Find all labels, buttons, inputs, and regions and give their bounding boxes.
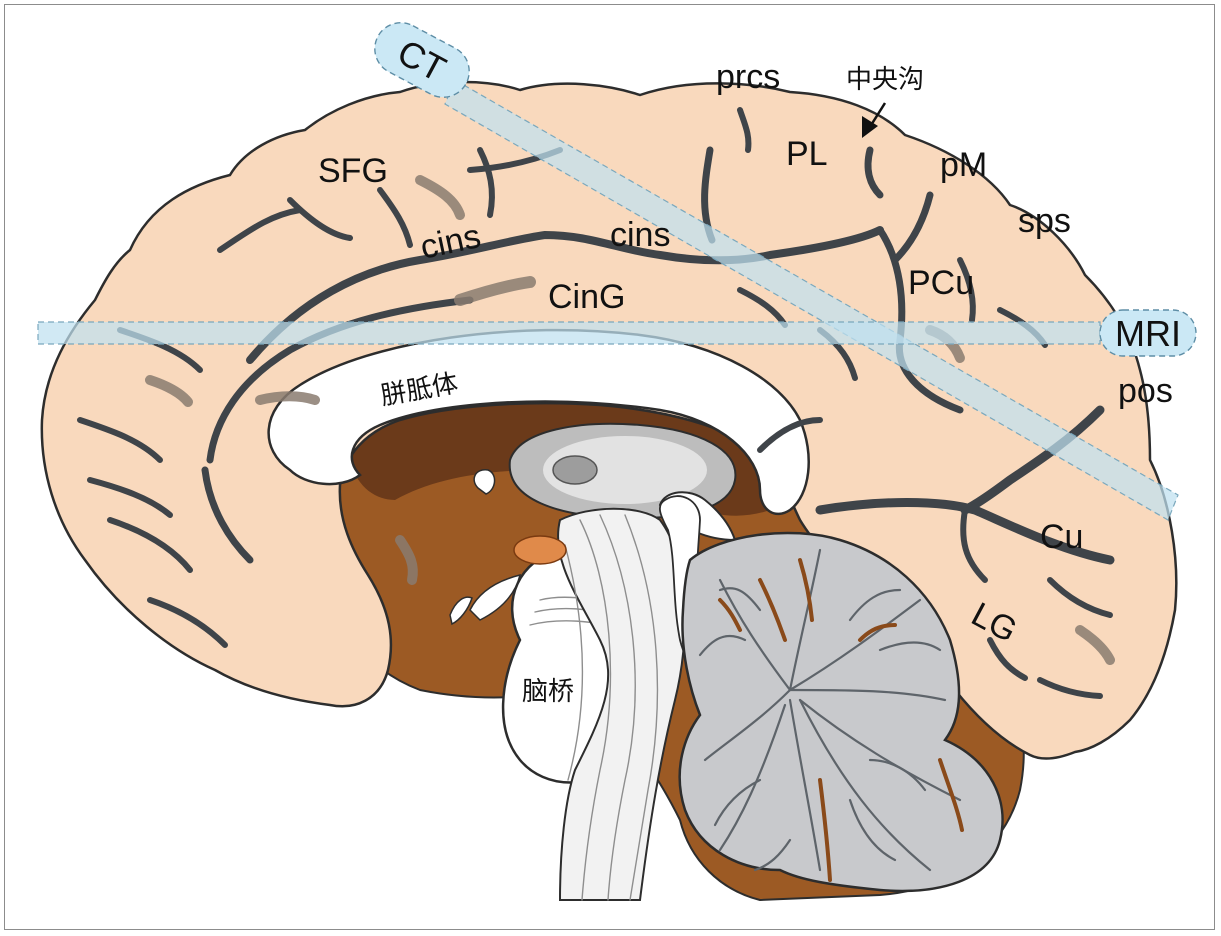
label-sps: sps [1018, 202, 1071, 240]
pituitary-stalk [449, 596, 473, 626]
cortical-sulci [77, 107, 1115, 699]
cerebellum-folia [698, 548, 964, 882]
label-pm: pM [940, 146, 987, 184]
label-sfg: SFG [318, 152, 388, 190]
corpus-callosum [267, 328, 810, 516]
cerebellum [678, 531, 1004, 893]
label-pl: PL [786, 135, 828, 173]
anterior-commissure [473, 469, 496, 495]
mri-label-badge: MRI [1099, 309, 1197, 357]
label-cins-right: cins [610, 216, 670, 254]
label-prcs: prcs [716, 58, 780, 96]
optic-chiasm [469, 573, 522, 621]
label-pos: pos [1118, 372, 1173, 410]
label-pcu: PCu [908, 264, 974, 302]
mri-plane [37, 321, 1101, 345]
label-pons: 脑桥 [522, 677, 574, 707]
label-cu: Cu [1040, 518, 1083, 556]
thalamus-inner [543, 436, 707, 504]
interthalamic-adhesion [552, 455, 598, 485]
mammillary-body [513, 535, 567, 565]
central-sulcus-arrow [862, 102, 887, 138]
brainstem-tract-lines [564, 514, 659, 901]
brainstem-tract [557, 507, 686, 901]
label-cing: CinG [548, 278, 625, 316]
label-central-sulcus: 中央沟 [846, 65, 924, 95]
mri-label: MRI [1115, 313, 1181, 354]
